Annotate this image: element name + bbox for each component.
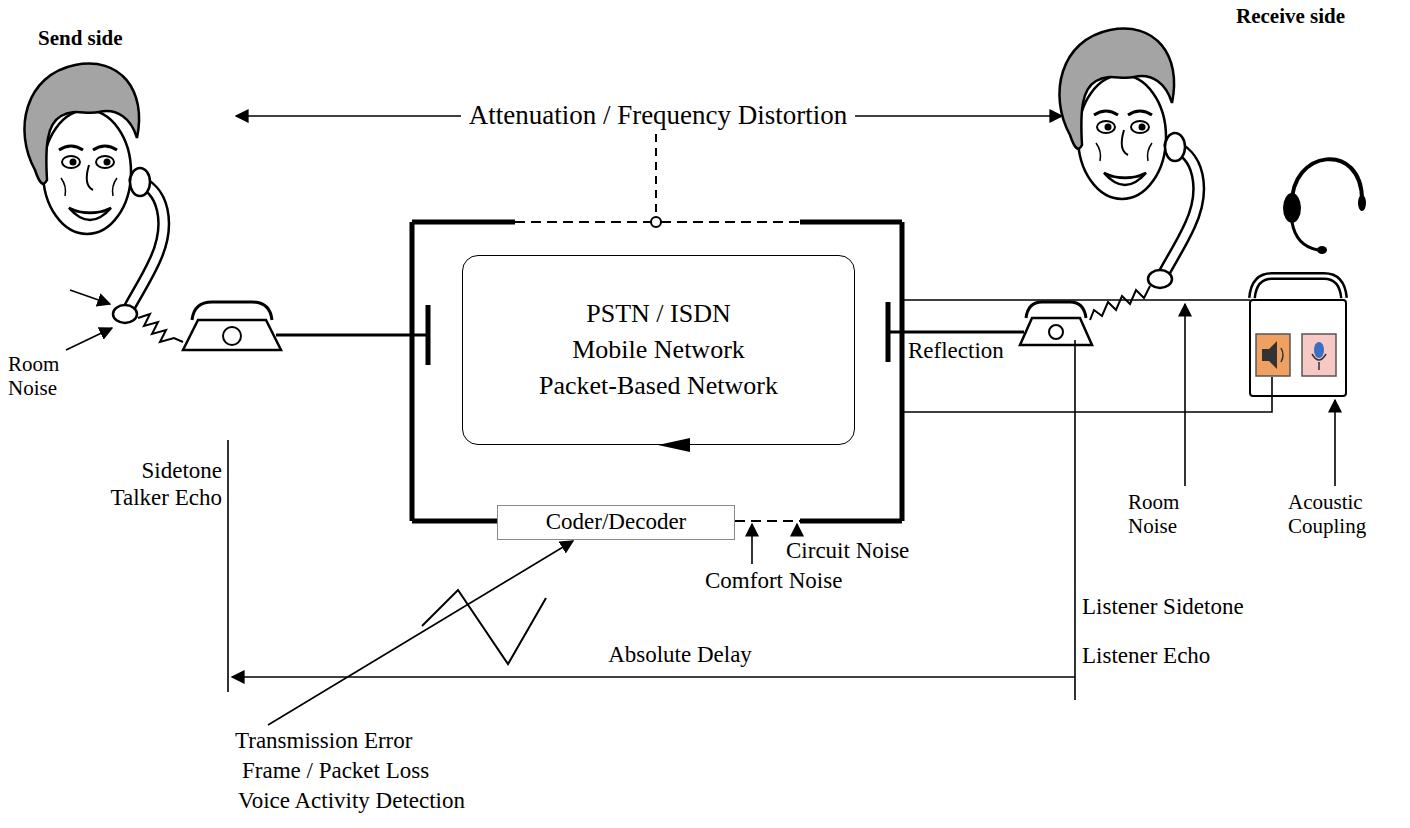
loudspeaker-wave [1281,348,1283,362]
sidetone-label: Sidetone [142,458,223,484]
headset-boom [1292,222,1318,250]
echo-label: Listener Echo [1082,643,1210,669]
delay-label: Absolute Delay [608,642,752,668]
headset-mic [1317,246,1327,254]
telephone-dial [223,327,241,345]
headset-band [1292,159,1362,205]
headset-pad [1358,195,1366,211]
loudspeaker-glyph [1262,341,1277,369]
sidetone-label: Listener Sidetone [1082,594,1244,620]
network-box: PSTN / ISDN Mobile NetworkPacket-Based Ne… [462,255,855,445]
node-text: Coder/Decoder [546,509,687,535]
telephone-base [1020,318,1092,345]
noise-label: Comfort Noise [705,568,842,594]
noise-label: Room Noise [8,352,72,400]
node-text: Packet-Based Network [539,371,778,401]
microphone-icon [1302,334,1336,376]
phone-handset-inner [1252,276,1344,298]
talker-figure [24,64,281,350]
codec-box: Coder/Decoder [497,505,735,540]
handset-cord [1090,286,1150,320]
talker-head [24,64,163,323]
handset-cord [138,314,183,342]
error-label: Transmission Error [235,728,412,754]
headset-earpiece [1283,193,1301,223]
phone-handset [1252,276,1344,298]
microphone-glyph [1314,342,1324,358]
listener-figure [1020,29,1199,345]
telephone-cradle [1026,302,1086,318]
noise-label: Room Noise [1128,490,1208,538]
side-heading: Send side [38,26,123,50]
telephone-dial [1049,325,1063,339]
loudspeaker-icon [1256,334,1290,376]
side-heading: Receive side [1236,4,1345,28]
loss-label: Frame / Packet Loss [242,758,429,784]
listener-head [1059,29,1198,288]
reflection-label: Reflection [908,338,1004,364]
telephone-cradle [192,302,272,320]
telephone-base [183,320,281,350]
network-frame [276,134,1024,521]
impairment-label: Attenuation / Frequency Distortion [461,100,856,131]
vad-label: Voice Activity Detection [238,788,465,814]
phone-body [1250,300,1346,396]
noise-label: Circuit Noise [786,538,909,564]
terminal-equipment [1250,159,1366,396]
node-text: PSTN / ISDN [586,299,730,329]
node-text: Mobile Network [572,335,745,365]
microphone-stand [1312,354,1326,370]
coupling-label: Acoustic Coupling [1288,490,1400,538]
echo-label: Talker Echo [111,485,222,511]
leader-lines [66,116,1335,725]
